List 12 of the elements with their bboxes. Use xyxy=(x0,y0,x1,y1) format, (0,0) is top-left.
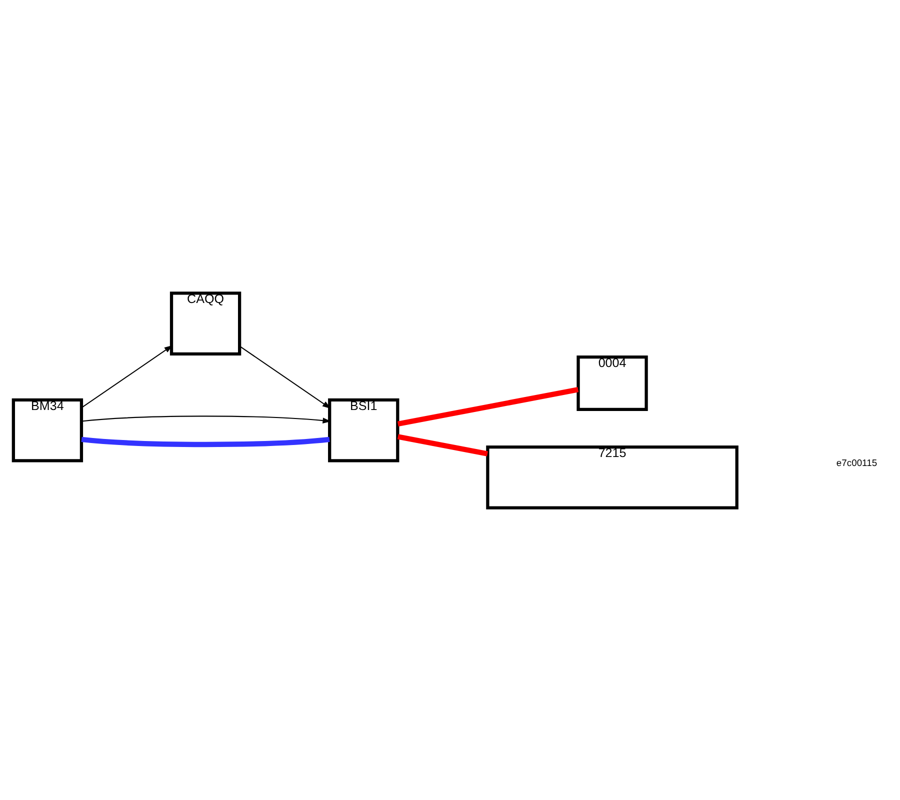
connector xyxy=(397,434,488,456)
node-box: BM34 xyxy=(12,398,84,462)
node-box: 7215 xyxy=(486,445,738,509)
node-box: CAQQ xyxy=(170,291,242,355)
connector xyxy=(397,386,579,426)
connector xyxy=(81,436,330,447)
node-box: BSI1 xyxy=(328,398,400,462)
label: e7c00115 xyxy=(836,456,878,468)
arrow xyxy=(239,345,331,408)
node-box: 0004 xyxy=(576,354,648,410)
arrow xyxy=(81,415,332,423)
arrow xyxy=(81,344,173,408)
